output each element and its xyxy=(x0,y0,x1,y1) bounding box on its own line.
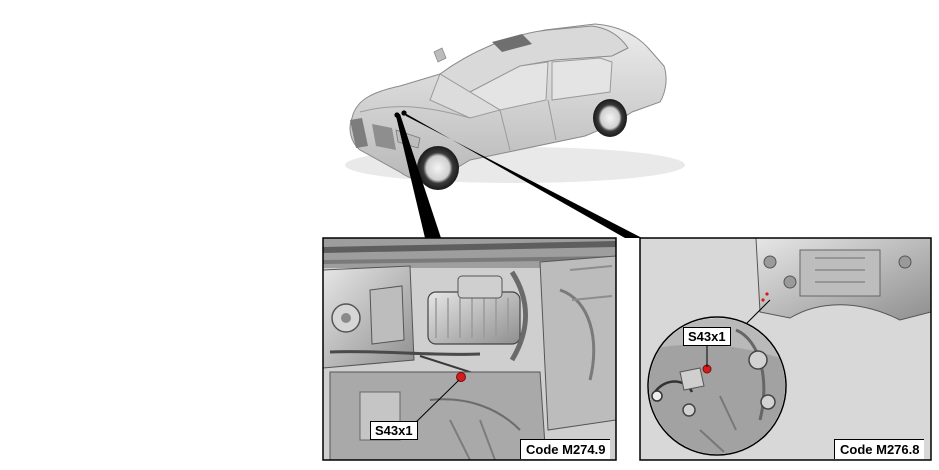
left-pointer xyxy=(396,114,441,238)
left-detail-panel xyxy=(322,237,617,461)
right-detail-panel xyxy=(639,237,932,461)
left-connector-label: S43x1 xyxy=(370,421,418,440)
left-code-label: Code M274.9 xyxy=(520,439,611,459)
car-illustration xyxy=(345,23,685,190)
left-leader-line xyxy=(409,379,460,429)
right-connector-label: S43x1 xyxy=(683,327,731,346)
left-connector-highlight xyxy=(456,372,466,382)
right-code-label: Code M276.8 xyxy=(834,439,925,459)
